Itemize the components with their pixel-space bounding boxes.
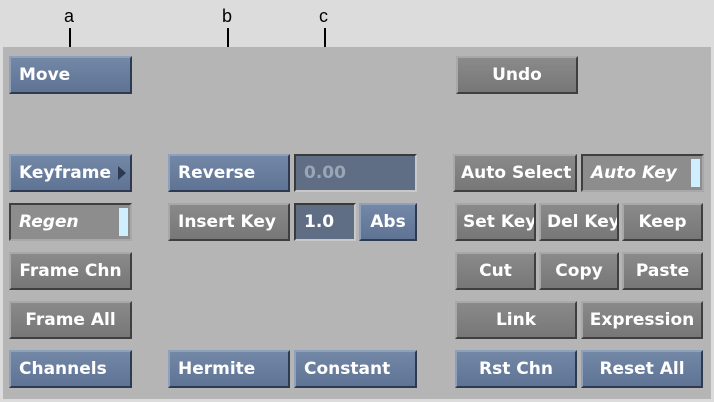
hermite-button[interactable]: Hermite bbox=[168, 350, 290, 388]
frame-chn-button[interactable]: Frame Chn bbox=[9, 252, 132, 290]
move-button[interactable]: Move bbox=[9, 56, 132, 94]
frame-all-button[interactable]: Frame All bbox=[9, 301, 132, 339]
paste-button[interactable]: Paste bbox=[622, 252, 703, 290]
del-key-button[interactable]: Del Key bbox=[539, 203, 619, 241]
auto-key-label: Auto Key bbox=[591, 163, 677, 183]
cut-button[interactable]: Cut bbox=[455, 252, 536, 290]
callout-c-label: c bbox=[319, 6, 328, 26]
insert-key-value-field[interactable]: 1.0 bbox=[294, 203, 356, 241]
abs-button[interactable]: Abs bbox=[359, 203, 417, 241]
auto-select-button[interactable]: Auto Select bbox=[453, 154, 577, 192]
regen-label: Regen bbox=[19, 212, 79, 232]
keep-button[interactable]: Keep bbox=[622, 203, 703, 241]
channels-button[interactable]: Channels bbox=[9, 350, 132, 388]
copy-button[interactable]: Copy bbox=[539, 252, 619, 290]
insert-key-button[interactable]: Insert Key bbox=[168, 203, 290, 241]
reverse-value-field[interactable]: 0.00 bbox=[294, 154, 417, 192]
reverse-button[interactable]: Reverse bbox=[168, 154, 290, 192]
constant-button[interactable]: Constant bbox=[294, 350, 417, 388]
regen-toggle[interactable]: Regen bbox=[9, 203, 132, 241]
expression-button[interactable]: Expression bbox=[581, 301, 703, 339]
link-button[interactable]: Link bbox=[455, 301, 577, 339]
keyframe-button[interactable]: Keyframe bbox=[9, 154, 132, 192]
set-key-button[interactable]: Set Key bbox=[455, 203, 536, 241]
reset-all-button[interactable]: Reset All bbox=[581, 350, 703, 388]
callout-a-label: a bbox=[64, 6, 75, 26]
keyframe-label: Keyframe bbox=[19, 163, 111, 183]
auto-key-toggle[interactable]: Auto Key bbox=[581, 154, 704, 192]
auto-key-indicator bbox=[691, 159, 700, 187]
chevron-right-icon bbox=[118, 166, 126, 180]
rst-chn-button[interactable]: Rst Chn bbox=[455, 350, 577, 388]
callout-b-label: b bbox=[222, 6, 233, 26]
regen-indicator bbox=[119, 208, 128, 236]
undo-button[interactable]: Undo bbox=[456, 56, 578, 94]
